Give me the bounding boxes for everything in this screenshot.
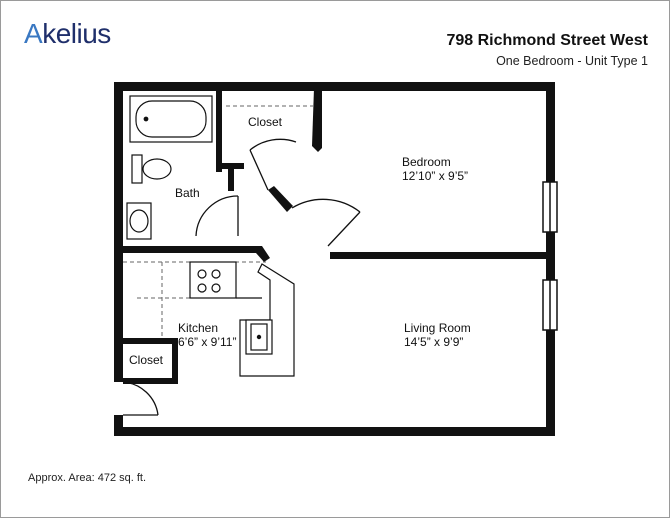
interior-walls [123,88,546,384]
bath-label: Bath [175,186,200,200]
kitchen-label: Kitchen [178,321,218,335]
kitchen-counter [189,261,295,377]
outer-walls [114,82,555,436]
closet-bottom-label: Closet [129,353,164,367]
closet-top-label: Closet [248,115,283,129]
doors [122,138,361,416]
brand-logo: Akelius [24,18,111,49]
living-room-label: Living Room [404,321,471,335]
living-room-dims: 14’5” x 9’9” [404,335,463,349]
bedroom-label: Bedroom [402,155,451,169]
bathtub [129,95,213,143]
toilet [131,154,172,184]
bedroom-dims: 12’10” x 9’5” [402,169,468,183]
property-title: 798 Richmond Street West [446,32,648,49]
kitchen-dims: 6’6” x 9’11” [178,335,236,349]
windows [542,181,558,331]
unit-subtitle: One Bedroom - Unit Type 1 [496,54,648,68]
bath-sink [126,202,152,240]
approx-area: Approx. Area: 472 sq. ft. [28,472,147,484]
